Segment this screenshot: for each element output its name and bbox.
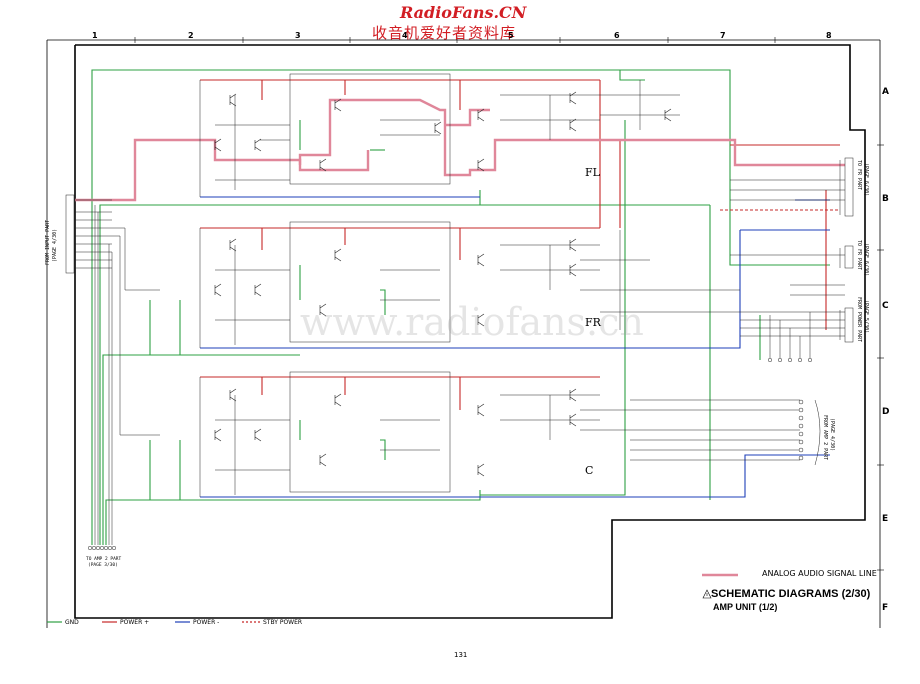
input-connector <box>65 194 75 274</box>
power-plus-traces <box>200 79 840 410</box>
signal-line-label: ANALOG AUDIO SIGNAL LINE <box>762 569 877 578</box>
channel-label-fl: FL <box>585 166 600 179</box>
row-label: B <box>882 194 889 204</box>
legend-stby-power: STBY POWER <box>263 619 303 626</box>
column-label: 1 <box>92 31 98 40</box>
fr-connector-page: (PAGE 6/30) <box>863 163 869 197</box>
gnd-traces <box>91 69 830 545</box>
row-label: C <box>882 301 889 311</box>
fr-connector-2 <box>844 245 854 269</box>
column-label: 2 <box>188 31 194 40</box>
row-label: F <box>882 603 889 613</box>
power-minus-traces <box>200 196 830 498</box>
power-connector-label: FROM POWER PART <box>856 297 862 343</box>
column-label: 8 <box>826 31 832 40</box>
legend-power-plus: POWER + <box>120 619 150 626</box>
transistor-symbols <box>214 91 672 477</box>
row-label: A <box>882 87 889 97</box>
row-label: D <box>882 407 890 417</box>
schematic-subtitle: AMP UNIT (1/2) <box>713 602 778 612</box>
site-subtitle: 收音机爱好者资料库 <box>372 24 517 42</box>
site-brand: RadioFans.CN <box>400 3 527 22</box>
schematic-title: SCHEMATIC DIAGRAMS (2/30) <box>711 588 871 600</box>
drawing-frame <box>46 37 884 628</box>
power-test-points <box>767 357 813 363</box>
power-connector <box>844 307 854 343</box>
fr-connector-label: TO FR PART <box>856 160 862 191</box>
circuit-wiring <box>75 73 845 545</box>
power-connector-page: (PAGE 5/30) <box>863 300 869 334</box>
legend-gnd: GND <box>65 619 79 626</box>
input-connector-page: (PAGE 4/30) <box>52 228 58 262</box>
column-label: 4 <box>402 31 408 40</box>
column-label: 7 <box>720 31 726 40</box>
bottom-connector-page: (PAGE 3/30) <box>88 563 118 568</box>
row-label: E <box>882 514 889 524</box>
amp2-connector-page: (PAGE 4/30) <box>829 418 835 452</box>
bottom-connector-label: TO AMP 2 PART <box>86 557 122 562</box>
warning-triangle-icon <box>702 589 712 599</box>
analog-signal-lines <box>75 98 845 577</box>
column-label: 6 <box>614 31 620 40</box>
fr-connector <box>844 157 854 217</box>
page-number: 131 <box>454 651 468 659</box>
connector-pins <box>65 157 854 551</box>
amp2-connector <box>798 399 804 461</box>
amp2-connector-label: FROM AMP 2 PART <box>822 415 828 461</box>
column-label: 5 <box>508 31 514 40</box>
amp2-bottom-connector <box>87 545 117 551</box>
fr2-connector-page: (PAGE 6/30) <box>863 243 869 277</box>
legend-power-minus: POWER - <box>193 619 220 626</box>
channel-label-c: C <box>585 464 594 477</box>
input-connector-label: FROM INPUT PART <box>45 219 51 265</box>
fr2-connector-label: TO FR PART <box>856 240 862 271</box>
amp-unit-outline <box>74 44 866 619</box>
column-label: 3 <box>295 31 301 40</box>
channel-label-fr: FR <box>585 316 601 329</box>
center-watermark: www.radiofans.cn <box>300 300 644 344</box>
